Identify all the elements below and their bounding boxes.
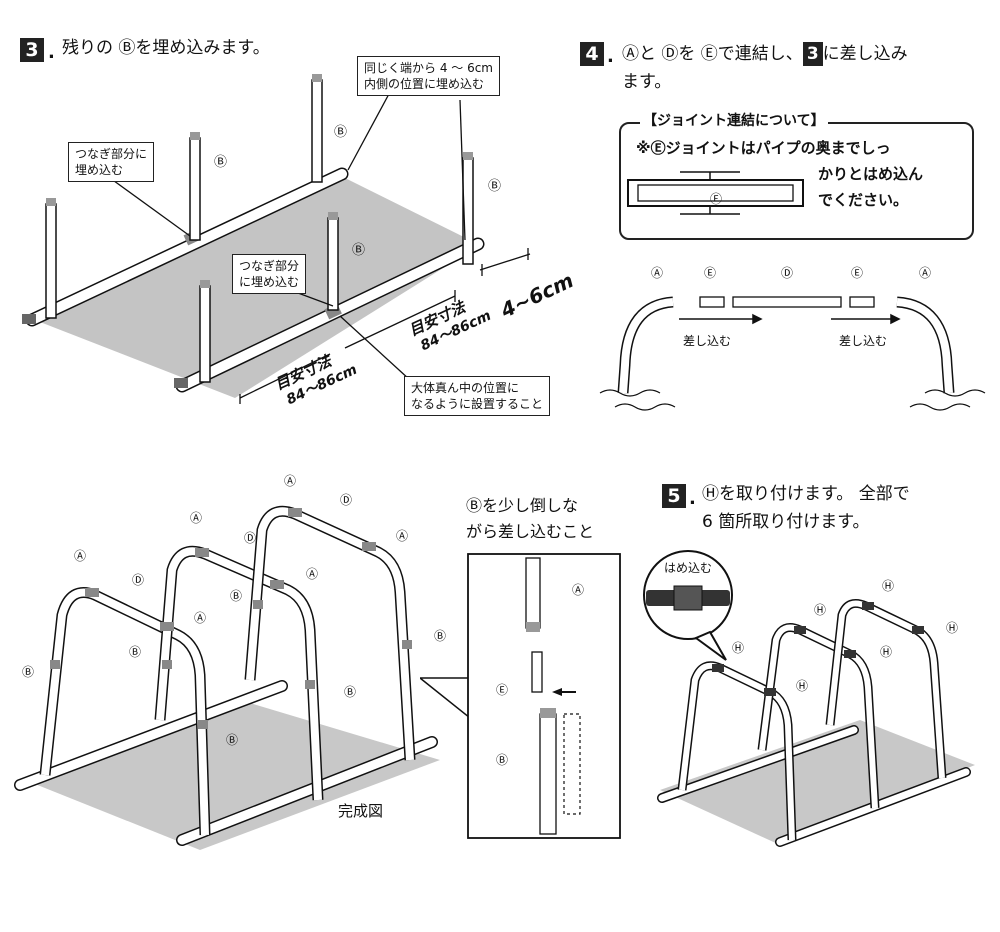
joint-note-line2: かりとはめ込ん (818, 165, 924, 183)
complete-label-a-5: Ⓐ (306, 567, 318, 581)
detail-label-a: Ⓐ (572, 583, 584, 597)
step-5-instruction-line2: 6 箇所取り付けます。 (702, 512, 870, 532)
complete-label-b-4: Ⓑ (434, 629, 446, 643)
part-label-a-left: Ⓐ (651, 266, 663, 280)
part-label-d: Ⓓ (781, 266, 793, 280)
detail-label-e: Ⓔ (496, 683, 508, 697)
step5-label-h-4: Ⓗ (880, 645, 892, 659)
label-b-4: Ⓑ (352, 243, 365, 258)
complete-label-b-6: Ⓑ (226, 733, 238, 747)
complete-label-a-3: Ⓐ (284, 474, 296, 488)
detail-label-b: Ⓑ (496, 753, 508, 767)
complete-label-a-2: Ⓐ (190, 511, 202, 525)
detail-inset: Ⓐ Ⓔ Ⓑ (420, 553, 621, 839)
complete-label-b-3: Ⓑ (230, 589, 242, 603)
joint-note-line1: ※Ⓔジョイントはパイプの奥までしっ (636, 139, 891, 157)
step-4-number: 4 (580, 42, 604, 66)
complete-label-a-1: Ⓐ (74, 549, 86, 563)
label-b-2: Ⓑ (334, 125, 347, 140)
step-5-instruction-line1: Ⓗを取り付けます。 全部で (702, 484, 910, 504)
detail-note-line2: がら差し込むこと (466, 522, 595, 541)
complete-label-a-6: Ⓐ (194, 611, 206, 625)
step5-label-h-1: Ⓗ (732, 641, 744, 655)
complete-label-d-2: Ⓓ (244, 531, 256, 545)
callout-center: 大体真ん中の位置になるように設置すること (404, 376, 551, 416)
label-b-3: Ⓑ (488, 179, 501, 194)
step-4-joint-illustration: Ⓔ (627, 171, 804, 215)
step-4-dot: . (607, 46, 614, 67)
part-label-e-right: Ⓔ (851, 266, 863, 280)
step-3-dot: . (48, 42, 55, 63)
label-b-1: Ⓑ (214, 155, 227, 170)
step5-label-h-6: Ⓗ (946, 621, 958, 635)
complete-caption: 完成図 (338, 802, 384, 820)
step5-label-h-2: Ⓗ (796, 679, 808, 693)
insert-label-right: 差し込む (839, 334, 887, 348)
step5-label-h-5: Ⓗ (882, 579, 894, 593)
step-5-diagram: はめ込む Ⓗ Ⓗ Ⓗ Ⓗ Ⓗ Ⓗ (643, 550, 975, 847)
dim-end-value: 4~6cm (496, 268, 577, 323)
step-3-diagram: Ⓑ Ⓑ Ⓑ Ⓑ 目安寸法 84〜86cm 目安寸法 84〜86cm 4~6cm (22, 74, 577, 408)
step-3-number: 3 (20, 38, 44, 62)
complete-diagram: Ⓐ Ⓐ Ⓐ Ⓐ Ⓐ Ⓐ Ⓓ Ⓓ Ⓓ Ⓑ Ⓑ Ⓑ Ⓑ Ⓑ Ⓑ (14, 474, 446, 850)
callout-joint-left: つなぎ部分に埋め込む (68, 142, 155, 182)
callout-joint-mid: つなぎ部分に埋め込む (232, 254, 307, 294)
step5-label-h-3: Ⓗ (814, 603, 826, 617)
joint-note-line3: でください。 (818, 191, 909, 209)
joint-info-title: 【ジョイント連結について】 (640, 110, 828, 130)
step-4-instruction-line2: ます。 (622, 72, 672, 92)
complete-label-b-5: Ⓑ (344, 685, 356, 699)
joint-e-label: Ⓔ (710, 192, 722, 206)
complete-label-b-2: Ⓑ (129, 645, 141, 659)
complete-label-b-1: Ⓑ (22, 665, 34, 679)
detail-note-line1: Ⓑを少し倒しな (466, 496, 579, 515)
part-label-a-right: Ⓐ (919, 266, 931, 280)
bubble-label: はめ込む (664, 561, 712, 575)
step-5-number: 5 (662, 484, 686, 508)
insert-label-left: 差し込む (683, 334, 731, 348)
complete-ground-shadow (25, 700, 440, 850)
complete-label-d-3: Ⓓ (340, 493, 352, 507)
step-5-dot: . (689, 488, 696, 509)
complete-label-a-4: Ⓐ (396, 529, 408, 543)
step-4-connection-diagram: Ⓐ Ⓔ Ⓓ Ⓔ Ⓐ 差し込む 差し込む (599, 266, 986, 411)
part-label-e-left: Ⓔ (704, 266, 716, 280)
complete-label-d-1: Ⓓ (132, 573, 144, 587)
dimension-lines (239, 248, 531, 404)
step-3-instruction: 残りの Ⓑを埋め込みます。 (62, 38, 270, 58)
